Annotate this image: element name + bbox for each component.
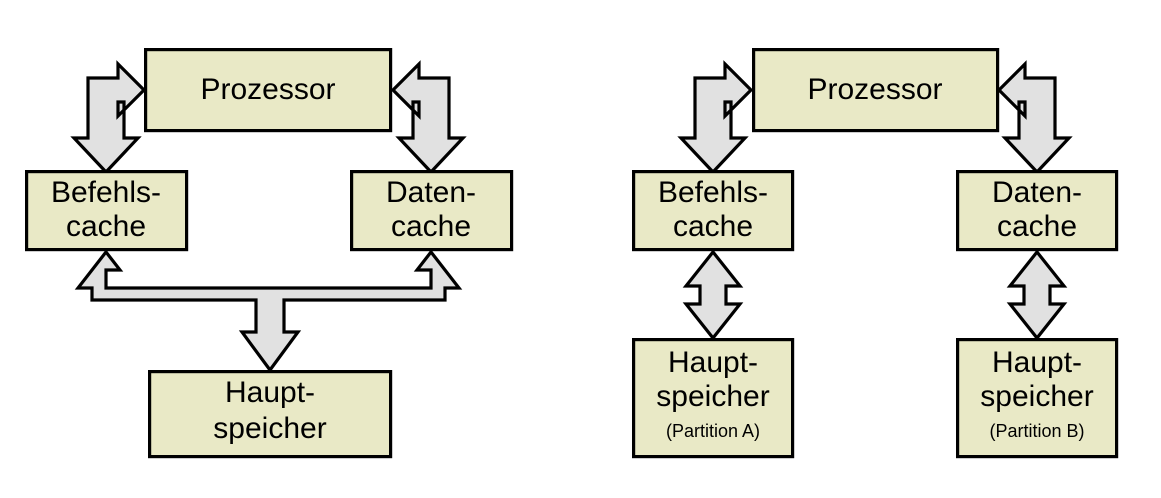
datencache-label-left-line1: Daten- <box>386 176 476 209</box>
befehlscache-label-left-line1: Befehls- <box>51 176 161 209</box>
prozessor-box-right[interactable] <box>751 47 1000 133</box>
shared-bus-arrow-left[interactable] <box>74 249 463 373</box>
datencache-label-right-line2: cache <box>997 210 1077 243</box>
hauptspeicher-b-label-line2: speicher <box>980 380 1093 413</box>
hauptspeicher-a-partition-label: (Partition A) <box>666 421 760 441</box>
hauptspeicher-box-left[interactable] <box>148 370 393 459</box>
befehlscache-label-right-line1: Befehls- <box>658 176 768 209</box>
arrow-befehlscache-hauptspeicher-a[interactable] <box>682 249 744 341</box>
prozessor-label-left: Prozessor <box>200 73 335 106</box>
left-panel: Prozessor Befehls- cache Daten- cache Ha… <box>25 47 514 459</box>
elbow-arrow-prozessor-datencache-right[interactable] <box>996 60 1073 175</box>
befehlscache-box-right[interactable] <box>631 170 795 252</box>
datencache-label-left-line2: cache <box>391 210 471 243</box>
hauptspeicher-a-label-line1: Haupt- <box>668 346 758 379</box>
elbow-arrow-prozessor-befehlscache-left[interactable] <box>70 60 147 175</box>
hauptspeicher-b-label-line1: Haupt- <box>992 346 1082 379</box>
hauptspeicher-a-label-line2: speicher <box>656 380 769 413</box>
datencache-box-right[interactable] <box>955 170 1119 252</box>
befehlscache-label-left-line2: cache <box>66 210 146 243</box>
elbow-arrow-prozessor-befehlscache-right[interactable] <box>677 60 754 175</box>
prozessor-box-left[interactable] <box>144 47 393 133</box>
right-panel: Prozessor Befehls- cache Daten- cache Ha… <box>631 47 1119 459</box>
befehlscache-label-right-line2: cache <box>673 210 753 243</box>
befehlscache-box-left[interactable] <box>25 170 189 252</box>
hauptspeicher-label-left-line2: speicher <box>213 412 326 445</box>
hauptspeicher-partition-b-box[interactable] <box>955 338 1119 459</box>
hauptspeicher-b-partition-label: (Partition B) <box>989 421 1084 441</box>
elbow-arrow-prozessor-datencache-left[interactable] <box>390 60 467 175</box>
datencache-label-right-line1: Daten- <box>992 176 1082 209</box>
hauptspeicher-partition-a-box[interactable] <box>631 338 795 459</box>
hauptspeicher-label-left-line1: Haupt- <box>225 376 315 409</box>
prozessor-label-right: Prozessor <box>807 73 942 106</box>
datencache-box-left[interactable] <box>350 170 514 252</box>
arrow-datencache-hauptspeicher-b[interactable] <box>1006 249 1068 341</box>
